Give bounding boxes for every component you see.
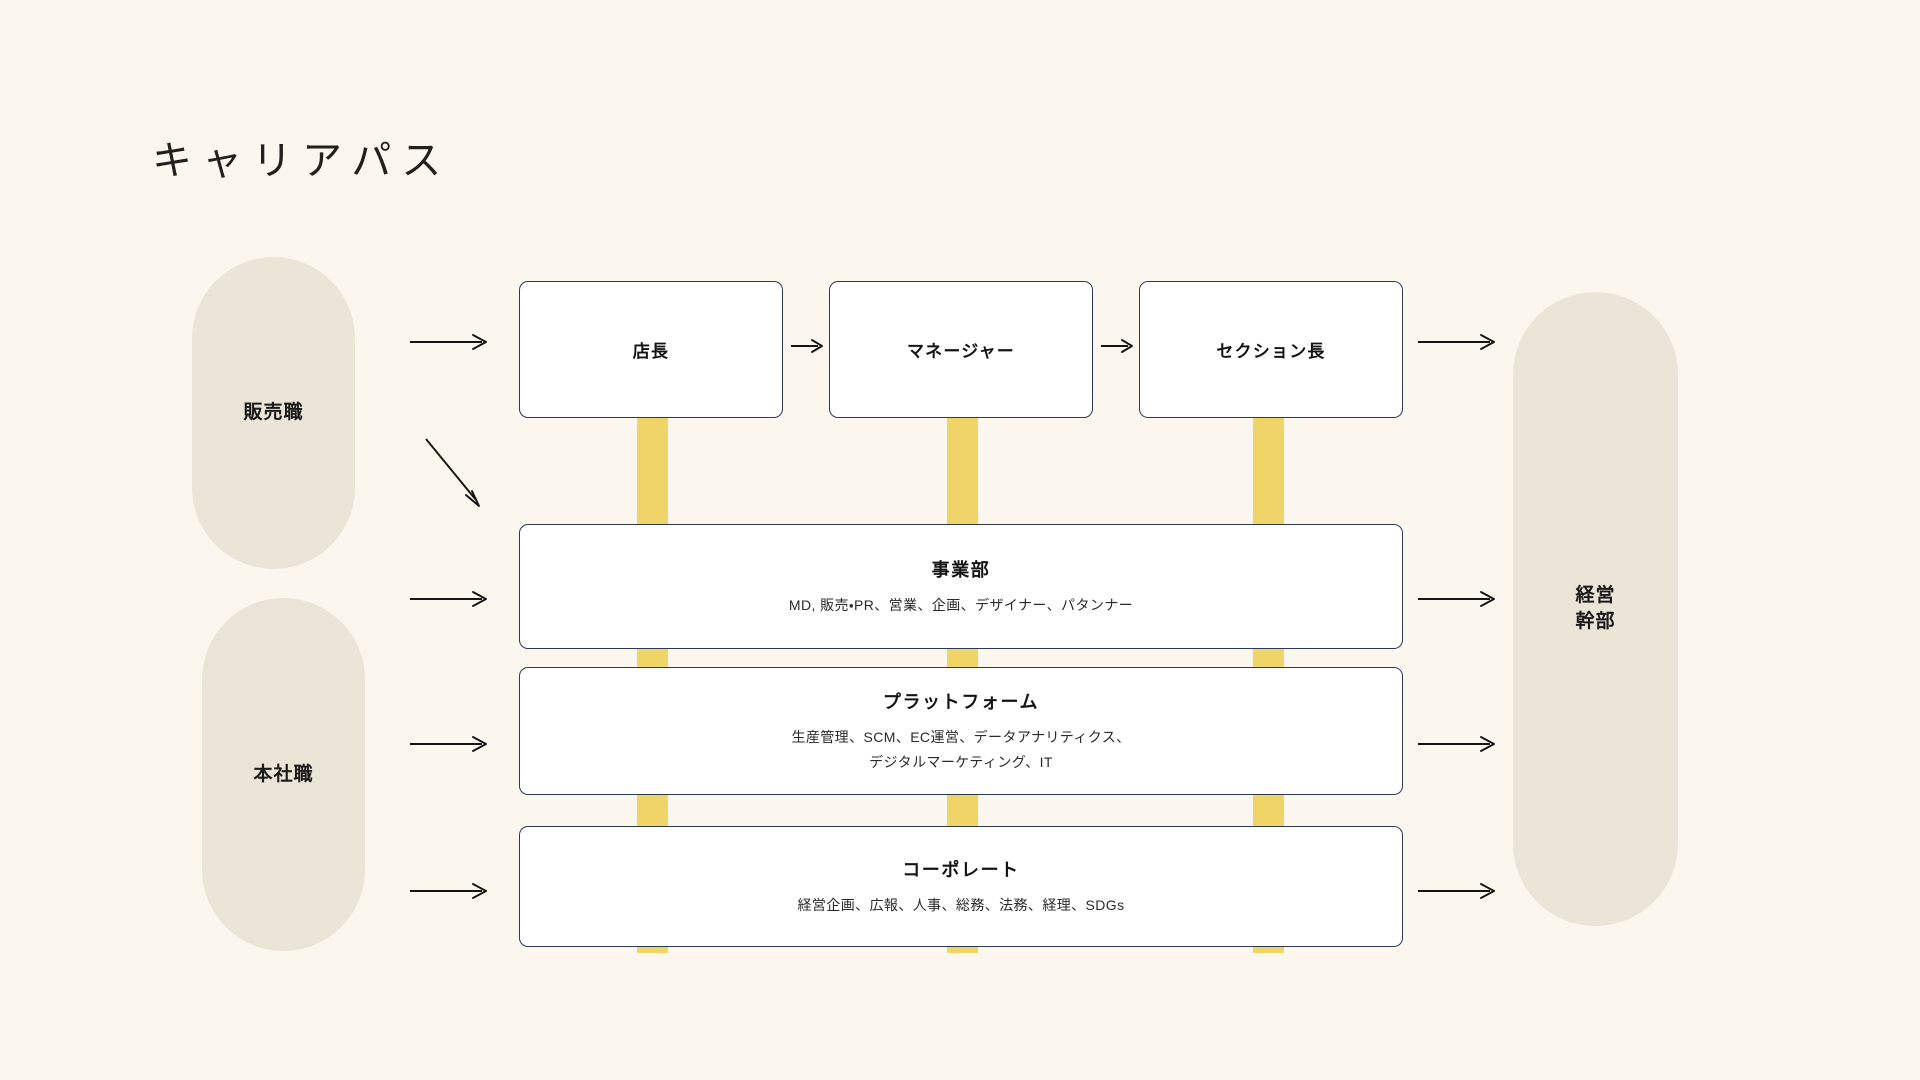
step-box-store-manager[interactable]: 店長 xyxy=(519,281,783,418)
track-pill-headquarters-label: 本社職 xyxy=(253,763,314,785)
arrow-right-icon-store-to-manager xyxy=(790,337,824,355)
department-box-platform-title: プラットフォーム xyxy=(882,692,1040,713)
department-box-business-division-roles: MD, 販売・PR、営業、企画、デザイナー、パタンナー xyxy=(788,596,1134,613)
arrow-right-icon-entry-platform xyxy=(410,735,488,753)
step-box-manager-title: マネージャー xyxy=(906,342,1015,361)
track-pill-headquarters[interactable]: 本社職 xyxy=(202,598,365,951)
goal-pill-executive[interactable]: 経営 幹部 xyxy=(1513,292,1678,926)
arrow-right-icon-exit-corporate xyxy=(1418,882,1496,900)
arrow-right-icon-exit-platform xyxy=(1418,735,1496,753)
arrow-right-icon-entry-store xyxy=(410,333,488,351)
arrow-down-right-icon-sales-to-departments xyxy=(424,437,486,509)
arrow-right-icon-entry-corporate xyxy=(410,882,488,900)
page-title: キャリアパス xyxy=(152,139,452,183)
department-box-platform-roles: 生産管理、SCM、EC運営、データアナリティクス、 デジタルマーケティング、IT xyxy=(791,729,1131,770)
arrow-right-icon-exit-business xyxy=(1418,590,1496,608)
goal-pill-executive-label: 経営 幹部 xyxy=(1575,585,1616,632)
arrow-right-icon-exit-section xyxy=(1418,333,1496,351)
department-box-business-division[interactable]: 事業部 MD, 販売・PR、営業、企画、デザイナー、パタンナー xyxy=(519,524,1403,649)
step-box-section-chief[interactable]: セクション長 xyxy=(1139,281,1403,418)
step-box-manager[interactable]: マネージャー xyxy=(829,281,1093,418)
department-box-corporate-title: コーポレート xyxy=(902,859,1020,880)
arrow-right-icon-entry-business xyxy=(410,590,488,608)
department-box-corporate-roles: 経営企画、広報、人事、総務、法務、経理、SDGs xyxy=(797,896,1125,913)
step-box-store-manager-title: 店長 xyxy=(632,342,670,361)
step-box-section-chief-title: セクション長 xyxy=(1216,342,1326,361)
department-box-platform[interactable]: プラットフォーム 生産管理、SCM、EC運営、データアナリティクス、 デジタルマ… xyxy=(519,667,1403,795)
department-box-business-division-title: 事業部 xyxy=(931,559,991,580)
track-pill-sales-label: 販売職 xyxy=(243,402,304,424)
track-pill-sales[interactable]: 販売職 xyxy=(192,257,355,569)
arrow-right-icon-manager-to-section xyxy=(1100,337,1134,355)
department-box-corporate[interactable]: コーポレート 経営企画、広報、人事、総務、法務、経理、SDGs xyxy=(519,826,1403,947)
